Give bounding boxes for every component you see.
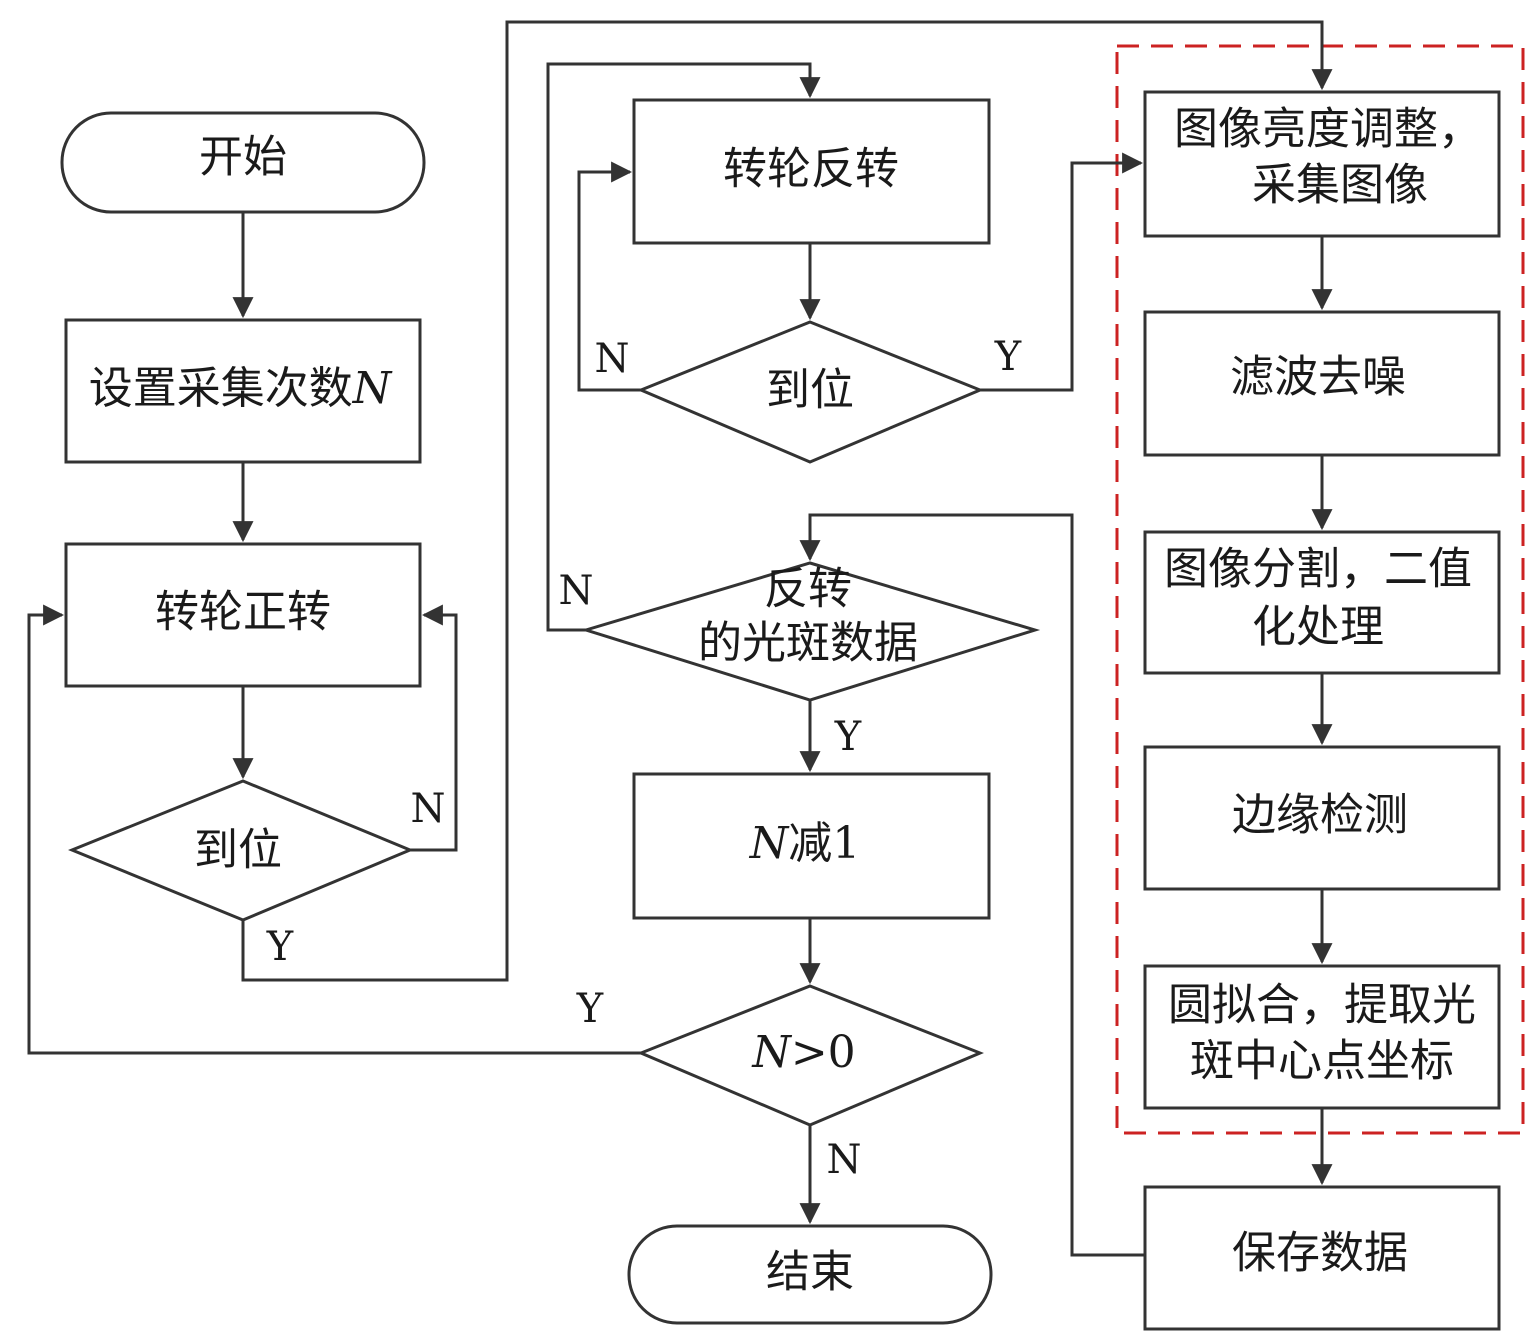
in-position-1-yes-label: Y: [266, 924, 294, 970]
reverse-data-decision: 反转 的光斑数据: [580, 561, 1041, 702]
reverse-data-no-label: N: [559, 568, 594, 614]
circle-fit-label-line1: 圆拟合，提取光: [1168, 980, 1476, 1031]
in-position-1-decision: 到位: [68, 779, 414, 922]
circle-fit-label-line2: 斑中心点坐标: [1190, 1036, 1454, 1087]
in-position-2-no-label: N: [595, 336, 630, 382]
branch-labels: N Y N Y N Y Y N: [266, 334, 1022, 1183]
n-greater-zero-no-label: N: [827, 1137, 862, 1183]
reverse-rotation-label: 转轮反转: [723, 144, 899, 195]
brightness-label-line1: 图像亮度调整，: [1174, 104, 1482, 155]
edge-detection-label: 边缘检测: [1232, 790, 1408, 841]
end-terminal: 结束: [627, 1224, 993, 1325]
in-position-1-no-label: N: [411, 786, 446, 832]
segmentation-label-line2: 化处理: [1252, 602, 1384, 653]
in-position-2-decision: 到位: [637, 320, 984, 464]
decrement-label: N减1: [749, 818, 861, 869]
n-greater-zero-decision: N>0: [637, 984, 984, 1127]
start-terminal: 开始: [60, 111, 426, 214]
end-label: 结束: [766, 1247, 854, 1298]
reverse-data-label-line2: 的光斑数据: [698, 618, 918, 669]
n-greater-zero-label: N>0: [751, 1027, 855, 1078]
n-greater-zero-yes-label: Y: [576, 986, 604, 1032]
brightness-box: 图像亮度调整， 采集图像: [1143, 90, 1501, 238]
connectors: [27, 20, 1333, 1257]
decrement-box: N减1: [632, 772, 991, 920]
start-label: 开始: [199, 132, 287, 183]
brightness-label-line2: 采集图像: [1252, 160, 1428, 211]
edge-detection-box: 边缘检测: [1143, 745, 1501, 891]
forward-rotation-label: 转轮正转: [155, 587, 331, 638]
circle-fit-box: 圆拟合，提取光 斑中心点坐标: [1143, 964, 1501, 1110]
save-data-box: 保存数据: [1143, 1185, 1501, 1331]
denoise-box: 滤波去噪: [1143, 310, 1501, 457]
segmentation-label-line1: 图像分割，二值: [1164, 544, 1472, 595]
save-data-label: 保存数据: [1232, 1228, 1408, 1279]
segmentation-box: 图像分割，二值 化处理: [1143, 530, 1501, 675]
in-position-2-yes-label: Y: [994, 334, 1022, 380]
denoise-label: 滤波去噪: [1230, 352, 1406, 403]
in-position-1-label: 到位: [194, 825, 282, 876]
forward-rotation-box: 转轮正转: [64, 542, 422, 688]
reverse-data-label-line1: 反转: [764, 564, 852, 615]
set-count-label: 设置采集次数N: [89, 363, 393, 414]
set-count-box: 设置采集次数N: [64, 318, 422, 464]
reverse-data-yes-label: Y: [834, 714, 862, 760]
reverse-rotation-box: 转轮反转: [632, 98, 991, 245]
in-position-2-label: 到位: [766, 365, 854, 416]
